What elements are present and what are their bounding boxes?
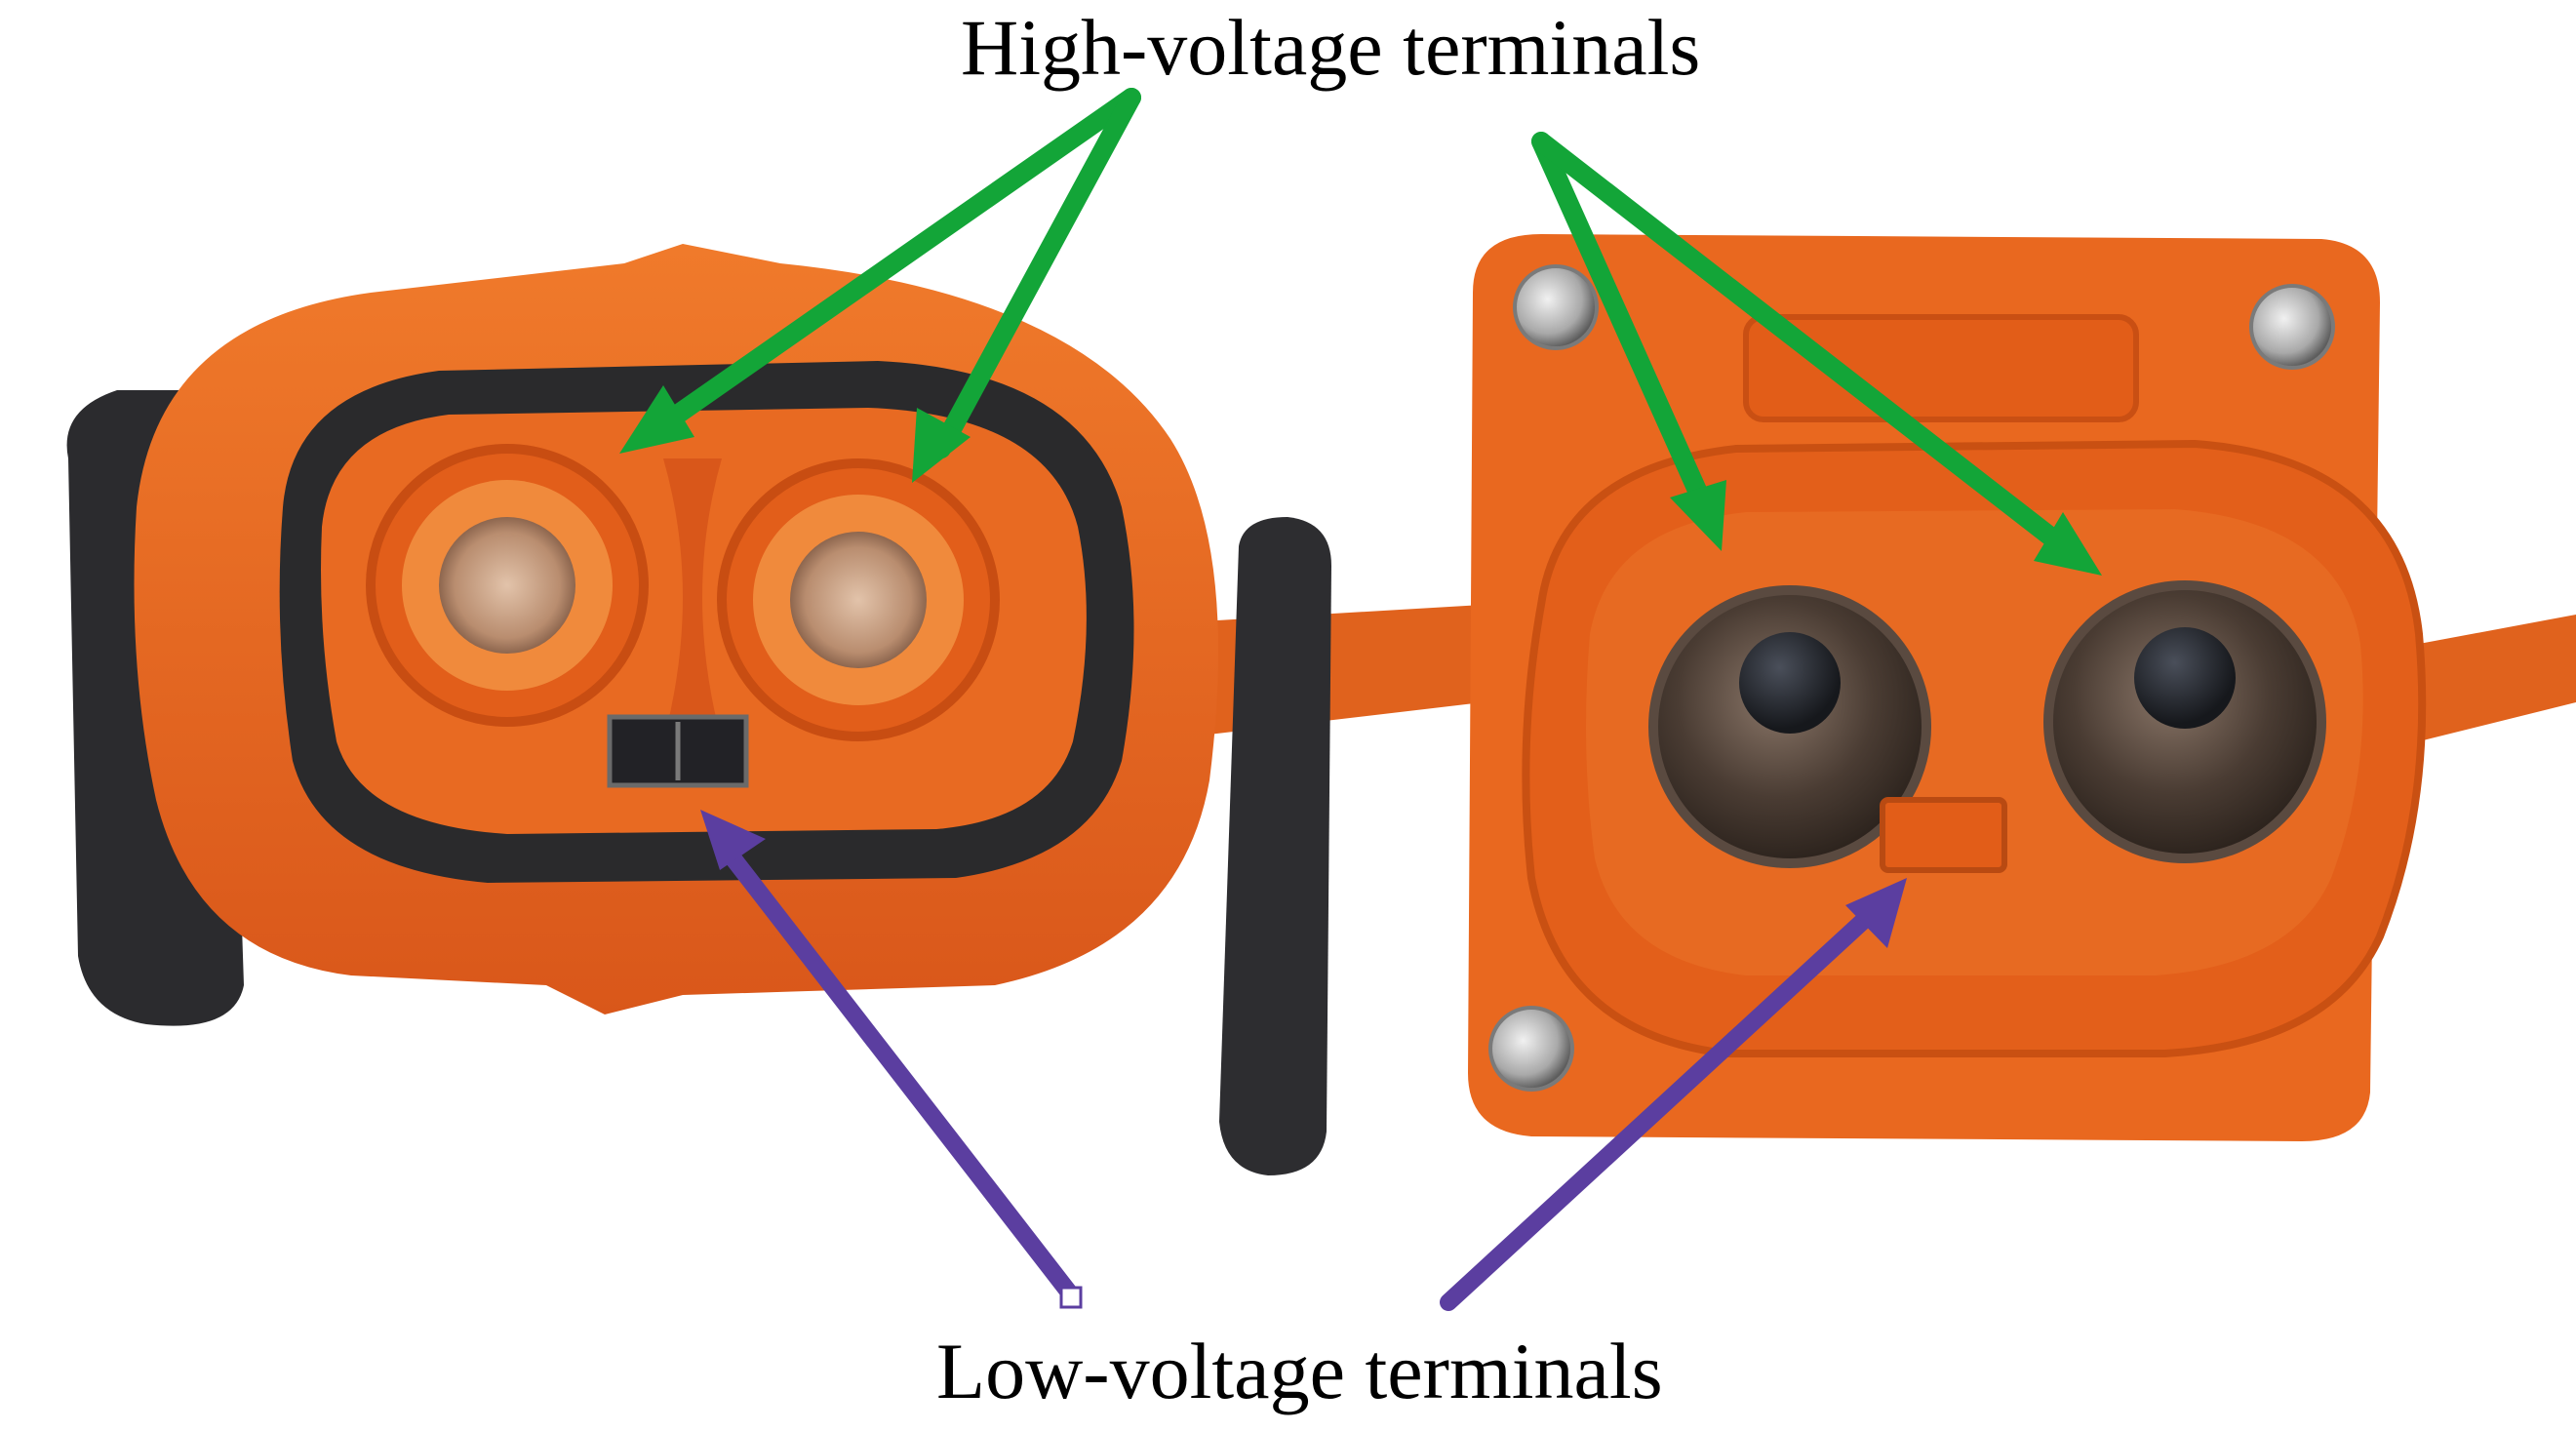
hv-arrow-left-1 <box>654 88 1141 434</box>
right-black-latch <box>1219 517 1331 1175</box>
right-cable <box>2419 615 2576 741</box>
lv-arrow-left <box>713 835 1082 1306</box>
hv-arrow-left-2 <box>931 88 1141 458</box>
high-voltage-label: High-voltage terminals <box>961 3 1701 92</box>
high-voltage-arrows <box>619 88 2102 576</box>
bolt-bottom-left <box>1488 1006 1574 1092</box>
hv-arrow-right-2 <box>1531 132 2073 556</box>
lv-terminal-right <box>1880 797 2007 873</box>
bolt-top-left <box>1513 264 1599 350</box>
right-connector <box>1468 234 2576 1141</box>
lv-arrow-right <box>1440 903 1882 1311</box>
bolt-top-right <box>2249 284 2335 370</box>
hv-terminal-right-1-pin <box>1739 632 1841 734</box>
low-voltage-label: Low-voltage terminals <box>936 1327 1663 1415</box>
hv-arrow-right-1 <box>1531 132 1717 522</box>
right-top-boss <box>1743 314 2139 422</box>
hv-terminal-left-2-copper <box>790 532 927 668</box>
left-connector <box>66 244 1483 1175</box>
hv-terminal-right-2-pin <box>2134 627 2236 729</box>
hv-terminal-left-1-copper <box>439 517 575 654</box>
low-voltage-arrows <box>700 810 1907 1311</box>
